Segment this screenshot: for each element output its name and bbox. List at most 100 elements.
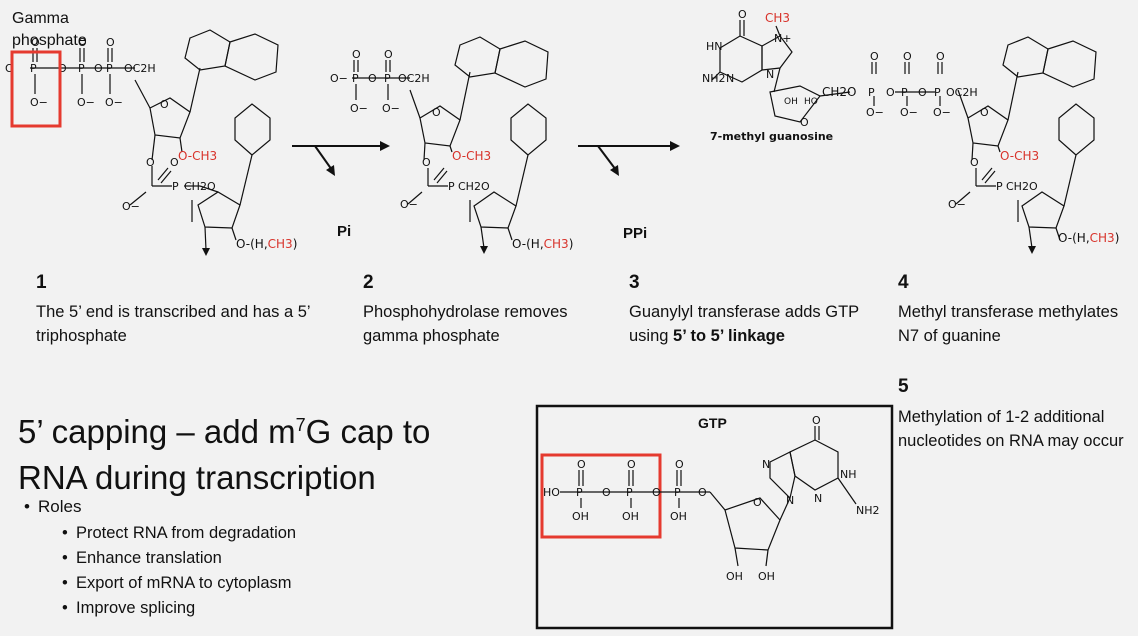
svg-text:O: O [800, 116, 809, 129]
svg-text:CH3: CH3 [765, 11, 790, 25]
svg-text:O: O [903, 50, 912, 63]
svg-text:P: P [674, 486, 681, 499]
svg-text:O-(H,CH3): O-(H,CH3) [1058, 231, 1119, 245]
svg-text:O: O [384, 48, 393, 61]
gtp-phosphate-highlight [540, 453, 662, 539]
svg-text:HO: HO [804, 97, 818, 107]
svg-text:O−: O− [400, 198, 418, 211]
svg-text:OC2H: OC2H [398, 72, 430, 85]
svg-text:P: P [901, 86, 908, 99]
svg-text:O: O [870, 50, 879, 63]
svg-text:O: O [753, 496, 762, 509]
svg-text:N: N [814, 492, 822, 505]
svg-text:HO: HO [543, 486, 560, 499]
svg-text:O: O [886, 86, 895, 99]
role-item: •Enhance translation [62, 549, 222, 567]
svg-text:O-(H,CH3): O-(H,CH3) [236, 237, 297, 251]
structure-methylguanosine-cap [711, 20, 1097, 249]
ppi-label: PPi [623, 225, 647, 242]
svg-text:OH: OH [758, 570, 775, 583]
svg-text:OC2H: OC2H [946, 86, 978, 99]
step-4-number: 4 [898, 272, 909, 293]
svg-text:O: O [368, 72, 377, 85]
methyl-guanosine-label: 7-methyl guanosine [710, 130, 833, 143]
pi-label: Pi [337, 223, 351, 240]
step-1-text: The 5’ end is transcribed and has a 5’ t… [36, 303, 310, 345]
structure-diphosphate [352, 36, 549, 249]
step-5-text: Methylation of 1-2 additional nucleotide… [898, 408, 1124, 450]
svg-text:HN: HN [706, 40, 723, 53]
svg-text:CH2O: CH2O [184, 180, 216, 193]
svg-text:O−: O− [330, 72, 348, 85]
svg-text:O: O [627, 458, 636, 471]
svg-text:N: N [766, 68, 774, 81]
svg-text:O−: O− [77, 96, 95, 109]
svg-text:O: O [918, 86, 927, 99]
svg-text:O−: O− [30, 96, 48, 109]
svg-text:P: P [626, 486, 633, 499]
svg-text:P: P [576, 486, 583, 499]
svg-text:O: O [812, 414, 821, 427]
phos-p1: P [30, 62, 37, 75]
step-5-number: 5 [898, 376, 909, 397]
svg-text:O: O [980, 106, 989, 119]
svg-text:P: P [868, 86, 875, 99]
svg-text:O: O [970, 156, 979, 169]
svg-text:O-(H,CH3): O-(H,CH3) [512, 237, 573, 251]
svg-text:CH2O: CH2O [458, 180, 490, 193]
structure-gtp [560, 426, 857, 567]
svg-text:O-CH3: O-CH3 [452, 149, 491, 163]
svg-text:NH2: NH2 [702, 72, 726, 85]
svg-text:P: P [352, 72, 359, 85]
svg-text:NH2: NH2 [856, 504, 880, 517]
svg-text:O−: O− [900, 106, 918, 119]
svg-text:N: N [726, 72, 734, 85]
step-2-text: Phosphohydrolase removes gamma phosphate [363, 303, 568, 345]
svg-text:O: O [31, 36, 40, 49]
svg-text:O: O [432, 106, 441, 119]
svg-text:P: P [106, 62, 113, 75]
svg-text:O−: O− [122, 200, 140, 213]
svg-text:O: O [936, 50, 945, 63]
step-4-text: Methyl transferase methylates N7 of guan… [898, 303, 1119, 345]
structure-triphosphate [30, 29, 279, 251]
svg-text:O−: O− [105, 96, 123, 109]
roles-heading: •Roles [24, 497, 82, 516]
svg-text:OH: OH [726, 570, 743, 583]
gtp-label: GTP [698, 415, 727, 431]
svg-text:N: N [762, 458, 770, 471]
step-1-number: 1 [36, 272, 47, 293]
step-3-text: Guanylyl transferase adds GTP using 5’ t… [629, 303, 859, 345]
svg-text:P: P [384, 72, 391, 85]
svg-text:O: O [675, 458, 684, 471]
svg-text:O: O [160, 98, 169, 111]
step-3-number: 3 [629, 272, 640, 293]
svg-text:O−: O− [350, 102, 368, 115]
svg-text:O: O [78, 36, 87, 49]
svg-text:O−: O− [948, 198, 966, 211]
svg-text:P: P [448, 180, 455, 193]
svg-text:O-CH3: O-CH3 [1000, 149, 1039, 163]
svg-text:O−: O− [866, 106, 884, 119]
svg-text:O: O [106, 36, 115, 49]
svg-text:O: O [422, 156, 431, 169]
svg-text:O-CH3: O-CH3 [178, 149, 217, 163]
svg-text:P: P [934, 86, 941, 99]
svg-text:N+: N+ [774, 32, 791, 45]
step-2-number: 2 [363, 272, 374, 293]
svg-text:O−: O− [933, 106, 951, 119]
svg-text:O: O [94, 62, 103, 75]
svg-text:P: P [78, 62, 85, 75]
svg-text:OH: OH [622, 510, 639, 523]
svg-text:NH: NH [840, 468, 857, 481]
gtp-box [535, 404, 894, 630]
svg-text:O: O [652, 486, 661, 499]
svg-text:CH2O: CH2O [1006, 180, 1038, 193]
gamma-phosphate-label: Gamma phosphate [12, 10, 87, 49]
role-item: •Protect RNA from degradation [62, 524, 297, 542]
svg-text:O: O [698, 486, 707, 499]
svg-text:P: P [996, 180, 1003, 193]
svg-text:P: P [172, 180, 179, 193]
gamma-phosphate-highlight [10, 50, 62, 128]
svg-text:OC2H: OC2H [124, 62, 156, 75]
